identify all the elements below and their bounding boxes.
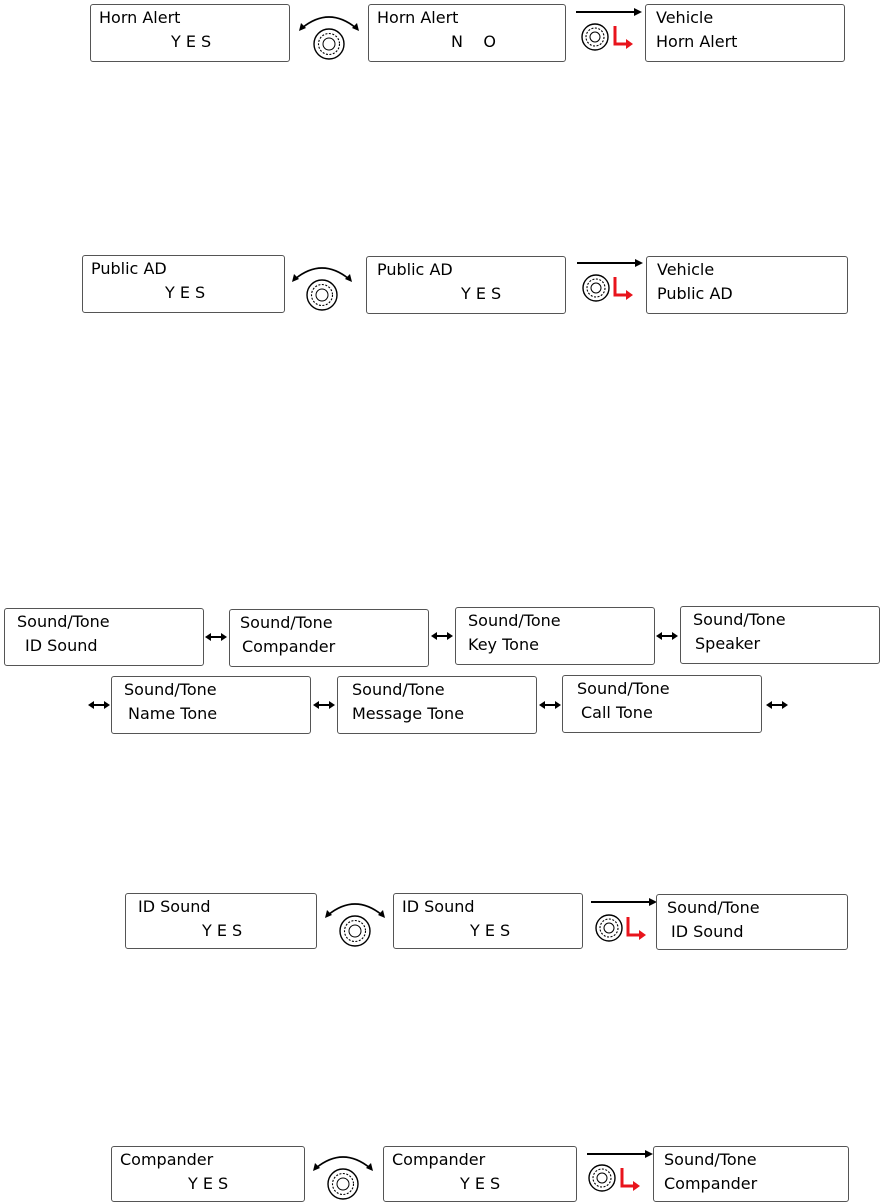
double-arrow-icon [431,630,453,642]
lcd-screen-compander-yes-2: Compander Y E S [383,1146,577,1202]
lcd-screen-horn-alert-yes: Horn Alert Y E S [90,4,290,62]
lcd-line1: Sound/Tone [352,680,445,699]
lcd-menu-sound-tone-speaker: Sound/Tone Speaker [680,606,880,664]
lcd-screen-sound-tone-id-sound: Sound/Tone ID Sound [656,894,848,950]
lcd-line1: Compander [120,1150,214,1169]
lcd-line2: Y E S [461,284,502,303]
lcd-line1: Sound/Tone [468,611,561,630]
right-arrow-icon [591,895,657,909]
lcd-menu-sound-tone-id-sound: Sound/Tone ID Sound [4,608,204,666]
lcd-line2: Public AD [657,284,733,303]
lcd-line2: Y E S [202,921,243,940]
lcd-line1: Vehicle [656,8,714,27]
right-arrow-icon [587,1147,653,1161]
lcd-line1: Sound/Tone [577,679,670,698]
lcd-line1: Sound/Tone [17,612,110,631]
lcd-line2: Speaker [695,634,761,653]
lcd-screen-vehicle-public-ad: Vehicle Public AD [646,256,848,314]
lcd-line2: ID Sound [671,922,744,941]
rotary-knob-turn-icon [310,1148,376,1202]
lcd-line1: Compander [392,1150,486,1169]
lcd-line2: Key Tone [468,635,539,654]
double-arrow-icon [205,631,227,643]
lcd-line2: Call Tone [581,703,653,722]
lcd-line1: Public AD [91,259,167,278]
lcd-menu-sound-tone-key-tone: Sound/Tone Key Tone [455,607,655,665]
lcd-screen-compander-yes-1: Compander Y E S [111,1146,305,1202]
right-arrow-icon [576,5,642,19]
lcd-screen-public-ad-yes-1: Public AD Y E S [82,255,285,313]
lcd-line2: Horn Alert [656,32,738,51]
lcd-screen-horn-alert-no: Horn Alert N O [368,4,566,62]
lcd-line2: Name Tone [128,704,218,723]
enter-return-icon [625,915,647,943]
lcd-line1: ID Sound [138,897,211,916]
lcd-menu-sound-tone-name-tone: Sound/Tone Name Tone [111,676,311,734]
lcd-line1: ID Sound [402,897,475,916]
lcd-line2: Y E S [188,1174,229,1193]
double-arrow-icon [313,699,335,711]
right-arrow-icon [577,256,643,270]
lcd-line2: Message Tone [352,704,465,723]
lcd-line1: Sound/Tone [124,680,217,699]
rotary-knob-turn-icon [296,8,362,62]
lcd-line1: Horn Alert [99,8,181,27]
lcd-screen-sound-tone-compander: Sound/Tone Compander [653,1146,849,1202]
enter-return-icon [612,275,634,303]
lcd-screen-id-sound-yes-1: ID Sound Y E S [125,893,317,949]
rotary-knob-turn-icon [322,895,388,949]
knob-press-icon [594,913,624,943]
lcd-line2: Compander [242,637,336,656]
double-arrow-icon [88,699,110,711]
lcd-menu-sound-tone-compander: Sound/Tone Compander [229,609,429,667]
lcd-line1: Vehicle [657,260,715,279]
rotary-knob-turn-icon [289,259,355,313]
lcd-line2: Y E S [460,1174,501,1193]
double-arrow-icon [766,699,788,711]
lcd-line1: Sound/Tone [667,898,760,917]
lcd-line2: N O [451,32,496,51]
lcd-screen-public-ad-yes-2: Public AD Y E S [366,256,566,314]
lcd-line2: Y E S [165,283,206,302]
knob-press-icon [587,1163,617,1193]
lcd-menu-sound-tone-call-tone: Sound/Tone Call Tone [562,675,762,733]
lcd-menu-sound-tone-message-tone: Sound/Tone Message Tone [337,676,537,734]
knob-press-icon [580,22,610,52]
lcd-line1: Sound/Tone [664,1150,757,1169]
lcd-screen-vehicle-horn-alert: Vehicle Horn Alert [645,4,845,62]
lcd-line2: Y E S [470,921,511,940]
lcd-line1: Public AD [377,260,453,279]
lcd-line2: Compander [664,1174,758,1193]
double-arrow-icon [539,699,561,711]
enter-return-icon [612,24,634,52]
lcd-line2: Y E S [171,32,212,51]
lcd-line1: Sound/Tone [240,613,333,632]
lcd-line1: Sound/Tone [693,610,786,629]
enter-return-icon [619,1166,641,1194]
knob-press-icon [581,273,611,303]
lcd-screen-id-sound-yes-2: ID Sound Y E S [393,893,583,949]
lcd-line2: ID Sound [25,636,98,655]
lcd-line1: Horn Alert [377,8,459,27]
double-arrow-icon [656,630,678,642]
